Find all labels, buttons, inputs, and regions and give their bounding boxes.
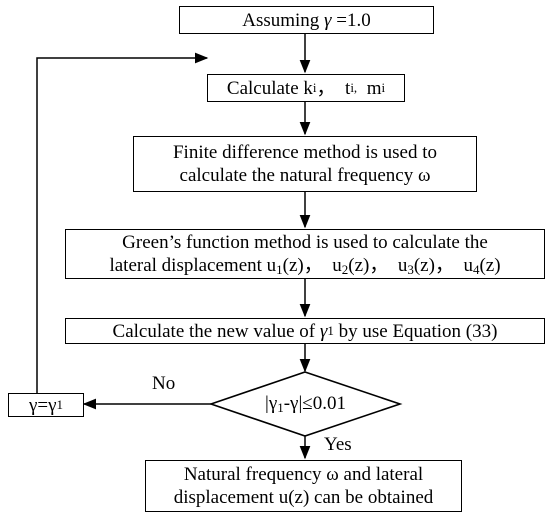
u3-symbol: u xyxy=(397,255,408,276)
u2-symbol: u xyxy=(332,255,342,276)
decision-subscript: 1 xyxy=(277,400,284,415)
result-line-2: displacement u(z) can be obtained xyxy=(173,487,434,508)
gamma-1-symbol: γ xyxy=(319,320,328,342)
gamma-symbol: γ xyxy=(324,9,332,31)
yes-label: Yes xyxy=(324,434,352,455)
u2-argument: (z)， xyxy=(348,255,398,276)
greens-function-node: Green’s function method is used to calcu… xyxy=(65,229,545,279)
u2-subscript: 2 xyxy=(341,262,349,277)
no-label: No xyxy=(152,373,176,394)
loop-back-connector xyxy=(36,52,209,394)
k-symbol: k xyxy=(303,77,313,99)
u1-argument: (z)， xyxy=(282,255,333,276)
m-symbol: m xyxy=(366,77,382,99)
u4-argument: (z) xyxy=(479,255,501,276)
u3-subscript: 3 xyxy=(407,262,414,277)
fdm-line-1: Finite difference method is used to xyxy=(172,142,437,163)
separator-2 xyxy=(357,77,367,100)
new-gamma-prefix: Calculate the new value of xyxy=(112,320,320,342)
u1-symbol: u xyxy=(266,255,277,276)
decision-part-b: -γ|≤0.01 xyxy=(283,393,346,414)
result-node: Natural frequency ω and lateral displace… xyxy=(145,460,462,512)
u4-subscript: 4 xyxy=(472,262,480,277)
decision-part-a: |γ xyxy=(265,393,278,414)
update-text: γ=γ xyxy=(28,394,57,416)
result-line-1: Natural frequency ω and lateral xyxy=(183,464,424,485)
separator-1: ， xyxy=(316,77,346,99)
new-gamma-suffix: by use Equation (33) xyxy=(333,320,498,342)
u4-symbol: u xyxy=(463,255,473,276)
decision-condition: |γ1-γ|≤0.01 xyxy=(211,392,400,415)
finite-difference-node: Finite difference method is used to calc… xyxy=(133,136,477,192)
green-line-2-prefix: lateral displacement xyxy=(109,255,267,276)
calc-label: Calculate xyxy=(226,77,304,99)
green-line-1: Green’s function method is used to calcu… xyxy=(122,232,488,253)
u3-argument: (z)， xyxy=(413,255,464,276)
u1-subscript: 1 xyxy=(276,262,283,277)
start-suffix: =1.0 xyxy=(331,9,371,31)
start-prefix: Assuming xyxy=(242,9,325,31)
t-symbol: t xyxy=(345,77,351,99)
start-node: Assuming γ =1.0 xyxy=(179,6,434,34)
green-line-2: lateral displacement u1(z)， u2(z)， u3(z)… xyxy=(109,254,500,277)
fdm-line-2: calculate the natural frequency ω xyxy=(179,165,431,186)
